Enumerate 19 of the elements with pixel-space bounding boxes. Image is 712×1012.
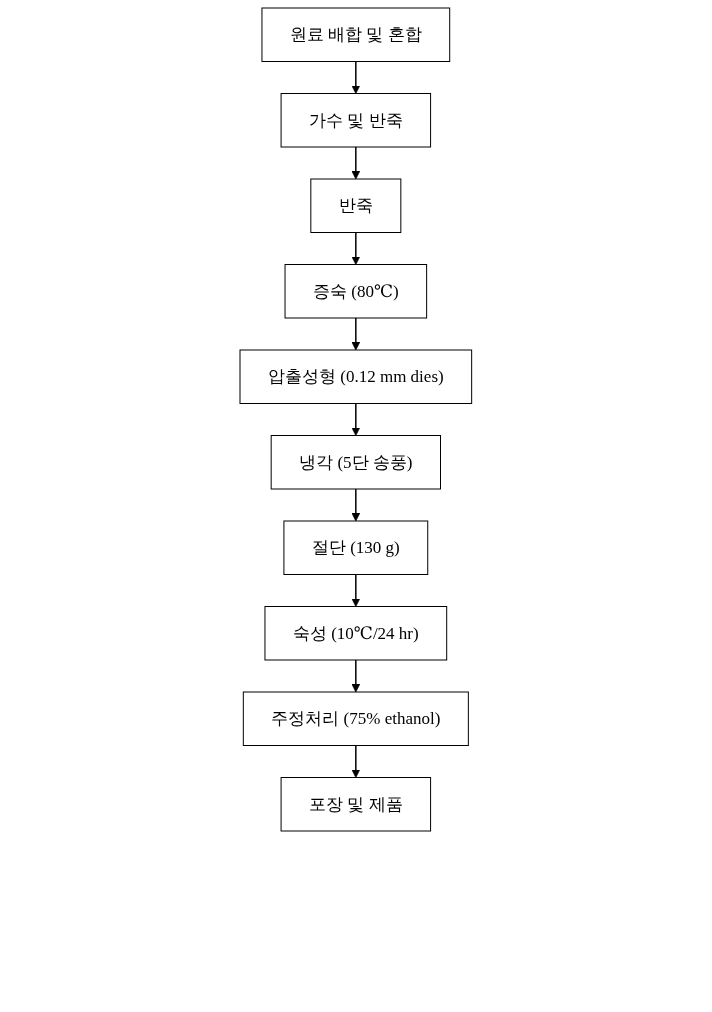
node-box: 숙성 (10℃/24 hr)	[264, 606, 448, 661]
node-box: 압출성형 (0.12 mm dies)	[239, 349, 473, 404]
arrow	[351, 402, 361, 436]
node-box: 포장 및 제품	[280, 777, 432, 832]
node-box: 절단 (130 g)	[283, 520, 429, 575]
arrow	[351, 60, 361, 94]
node-box: 원료 배합 및 혼합	[261, 7, 451, 62]
node-box: 가수 및 반죽	[280, 93, 432, 148]
node-box: 증숙 (80℃)	[284, 264, 428, 319]
arrow	[351, 146, 361, 180]
arrow	[351, 744, 361, 778]
node-box: 반죽	[310, 178, 402, 233]
arrow	[351, 231, 361, 265]
arrow	[351, 573, 361, 607]
arrow	[351, 659, 361, 693]
arrow	[351, 317, 361, 351]
node-box: 냉각 (5단 송풍)	[270, 435, 442, 490]
node-box: 주정처리 (75% ethanol)	[243, 691, 469, 746]
arrow	[351, 488, 361, 522]
